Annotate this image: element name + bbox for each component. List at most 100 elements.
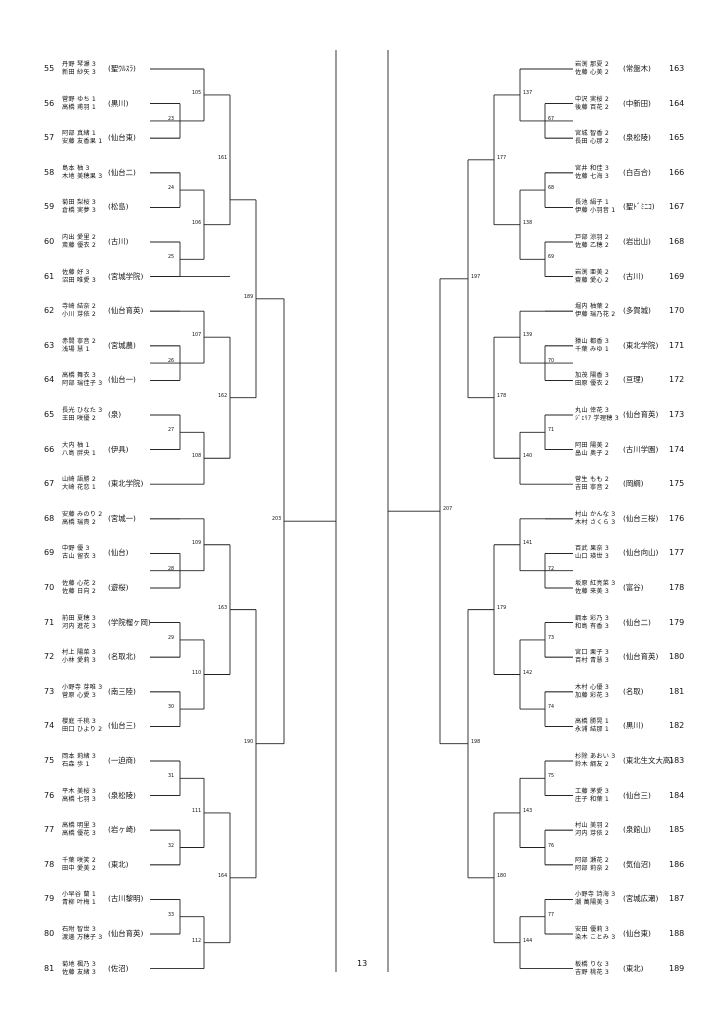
player-name: 鈴木 綱友 2 bbox=[575, 761, 610, 768]
player-name: 村上 陽菜 3 bbox=[62, 649, 97, 657]
player-name: 堀内 柚葉 2 bbox=[575, 303, 610, 311]
entry-number: 55 bbox=[44, 64, 55, 73]
entry-number: 188 bbox=[669, 929, 685, 938]
player-name: 百村 青慧 3 bbox=[575, 657, 610, 665]
round-number: 178 bbox=[497, 393, 507, 399]
round-number: 107 bbox=[192, 333, 202, 339]
player-name: 坂原 紅亮菜 3 bbox=[575, 580, 616, 587]
player-name: 畠山 奥子 2 bbox=[575, 449, 610, 457]
entry-number: 185 bbox=[669, 825, 685, 835]
round-number: 189 bbox=[244, 294, 254, 300]
player-name: 長池 絹子 1 bbox=[575, 199, 610, 207]
player-name: 赤間 寧音 2 bbox=[62, 337, 97, 345]
round-number: 75 bbox=[548, 774, 555, 780]
player-name: 齋藤 愛心 2 bbox=[575, 276, 610, 284]
round-number: 162 bbox=[218, 393, 228, 399]
entry-number: 65 bbox=[44, 410, 55, 419]
round-number: 198 bbox=[471, 739, 481, 745]
player-name: 杉除 あおい 3 bbox=[575, 753, 616, 760]
player-name: 菅原 心愛 3 bbox=[62, 691, 97, 699]
player-name: ｼﾞｪﾘｱ 学理穂 3 bbox=[575, 415, 619, 422]
player-name: 高橋 甫羽 1 bbox=[62, 103, 97, 111]
school-name: (東北) bbox=[108, 859, 129, 869]
player-name: 吉野 桃花 3 bbox=[575, 968, 610, 976]
round-number: 67 bbox=[548, 116, 555, 122]
entry-number: 81 bbox=[44, 963, 55, 973]
player-name: 菅野 ゆち 1 bbox=[62, 95, 97, 103]
school-name: (黒川) bbox=[108, 98, 129, 108]
school-name: (岡綱) bbox=[623, 479, 644, 489]
school-name: (東北学院) bbox=[623, 340, 659, 350]
entry-number: 78 bbox=[44, 859, 55, 869]
entry-number: 79 bbox=[44, 894, 55, 904]
round-number: 197 bbox=[471, 274, 481, 280]
school-name: (仙台三桜) bbox=[623, 513, 659, 523]
player-name: 大内 柚 1 bbox=[62, 441, 90, 449]
school-name: (古川学園) bbox=[623, 444, 659, 454]
player-name: 佐藤 心美 2 bbox=[575, 69, 610, 76]
school-name: (松島) bbox=[108, 202, 129, 212]
entry-number: 175 bbox=[669, 479, 685, 489]
school-name: (古川) bbox=[108, 237, 129, 246]
player-name: 田口 ひより 2 bbox=[62, 726, 103, 734]
round-number: 144 bbox=[523, 938, 533, 944]
round-number: 140 bbox=[523, 454, 533, 460]
player-name: 庄子 和葉 1 bbox=[575, 795, 610, 803]
school-name: (亘理) bbox=[623, 375, 644, 385]
school-name: (仙台育英) bbox=[108, 306, 144, 316]
entry-number: 184 bbox=[669, 790, 685, 800]
school-name: (仙台向山) bbox=[623, 548, 659, 558]
round-number: 203 bbox=[272, 517, 282, 523]
player-name: 加茂 陽香 3 bbox=[575, 372, 610, 380]
player-name: 高橋 勝晃 1 bbox=[575, 718, 610, 726]
player-name: 村山 美羽 2 bbox=[575, 822, 610, 830]
school-name: (仙台二) bbox=[108, 167, 136, 177]
player-name: 阿部 瑞佳子 3 bbox=[62, 380, 103, 388]
player-name: 八島 胖央 1 bbox=[62, 449, 97, 457]
player-name: 河内 芽依 2 bbox=[575, 830, 610, 838]
player-name: 阿部 莉奈 2 bbox=[575, 864, 610, 872]
player-name: 佐藤 友緒 3 bbox=[62, 968, 97, 976]
school-name: (富谷) bbox=[623, 583, 644, 592]
round-number: 30 bbox=[168, 705, 175, 711]
round-number: 137 bbox=[523, 90, 533, 96]
player-name: 河内 進花 3 bbox=[62, 622, 97, 630]
round-number: 112 bbox=[192, 938, 202, 944]
player-name: 中沢 実桜 2 bbox=[575, 95, 610, 103]
player-name: 阿田 陽美 2 bbox=[575, 441, 610, 449]
round-number: 161 bbox=[218, 155, 228, 161]
player-name: 佐藤 七海 3 bbox=[575, 172, 610, 180]
school-name: (南三陸) bbox=[108, 686, 136, 696]
player-name: 高橋 舞衣 3 bbox=[62, 372, 97, 380]
player-name: 佐藤 心花 2 bbox=[62, 580, 97, 587]
school-name: (宮城一) bbox=[108, 513, 136, 523]
player-name: 石附 智世 3 bbox=[62, 926, 97, 933]
school-name: (一迫商) bbox=[108, 756, 136, 765]
round-number: 31 bbox=[168, 774, 175, 780]
school-name: (名取北) bbox=[108, 652, 136, 662]
player-name: 宮井 和佳 3 bbox=[575, 164, 610, 172]
player-name: 阿部 真緒 1 bbox=[62, 130, 97, 138]
school-name: (佐沼) bbox=[108, 963, 129, 973]
school-name: (古川黎明) bbox=[108, 894, 144, 904]
player-name: 千葉 みゆ 1 bbox=[575, 345, 610, 353]
entry-number: 177 bbox=[669, 548, 685, 558]
entry-number: 174 bbox=[669, 444, 685, 454]
school-name: (泉松陵) bbox=[623, 133, 651, 143]
round-number: 141 bbox=[523, 540, 533, 546]
entry-number: 72 bbox=[44, 652, 55, 662]
school-name: (東北生文大高) bbox=[623, 756, 674, 765]
entry-number: 167 bbox=[669, 202, 685, 212]
round-number: 72 bbox=[548, 566, 555, 572]
school-name: (白百合) bbox=[623, 167, 651, 177]
player-name: 島本 柚 3 bbox=[62, 164, 90, 172]
player-name: 猿山 都香 3 bbox=[575, 337, 610, 345]
entry-number: 187 bbox=[669, 894, 685, 904]
entry-number: 75 bbox=[44, 756, 55, 765]
entry-number: 171 bbox=[669, 340, 685, 350]
entry-number: 176 bbox=[669, 513, 685, 523]
player-name: 長田 心那 2 bbox=[575, 138, 610, 146]
round-number: 68 bbox=[548, 186, 555, 192]
round-number: 138 bbox=[523, 220, 533, 226]
